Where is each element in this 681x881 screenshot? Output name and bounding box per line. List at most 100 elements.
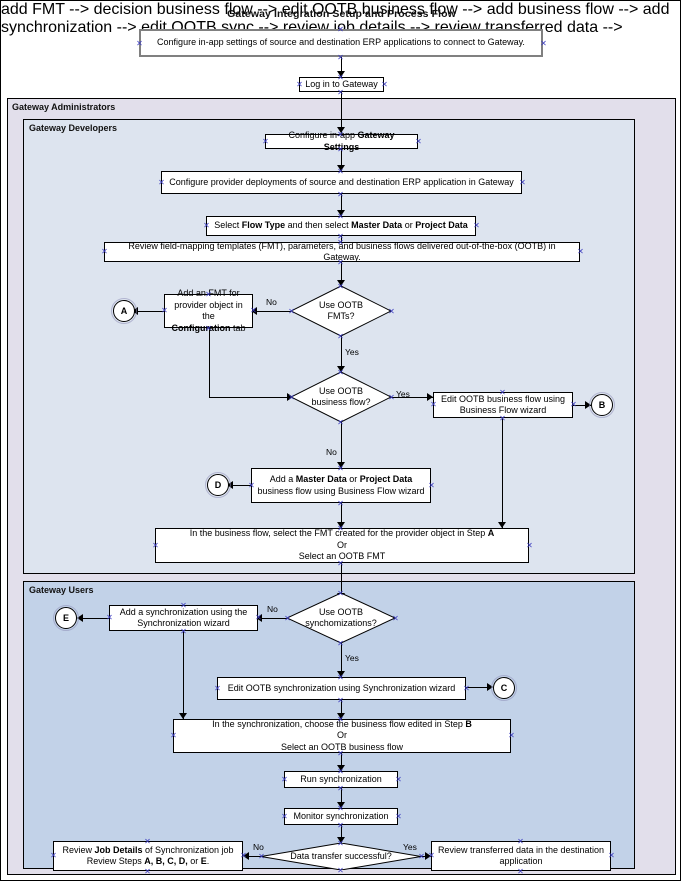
node-review-transferred-data[interactable]: Review transferred data in the destinati… [431, 841, 611, 871]
connector-a-label: A [120, 306, 128, 316]
connector-circle-c[interactable]: C [491, 675, 517, 701]
page-title: Gateway Integration Setup and Process Fl… [227, 8, 456, 20]
edge-selectfmt-to-syncdecision [341, 563, 342, 599]
node-edit-sync-label: Edit OOTB synchronization using Synchron… [227, 682, 456, 693]
arrowhead-choosebflow-left [179, 713, 187, 719]
node-login-to-gateway-label: Log in to Gateway [305, 78, 378, 89]
edge-addbflow-to-D [229, 485, 251, 486]
node-review-job-t1: Review [62, 844, 95, 855]
decision-use-ootb-business-flow[interactable]: Use OOTB business flow? [291, 372, 391, 422]
decision-ootb-fmts-line2: FMTs? [327, 311, 355, 321]
arrowhead-choosebflow [337, 713, 345, 719]
arrowhead-deployments [337, 165, 345, 171]
arrowhead-bflowdecision [337, 366, 345, 372]
edge-addfmt-down [209, 328, 210, 397]
node-configure-provider-deployments[interactable]: Configure provider deployments of source… [161, 171, 522, 194]
arrowhead-login [337, 71, 345, 77]
arrowhead-connector-c [487, 683, 493, 691]
arrowhead-editsync [337, 671, 345, 677]
node-add-bflow-b1: Master Data [295, 474, 347, 484]
node-add-fmt-line3: tab [230, 322, 246, 333]
decision-data-transfer-successful[interactable]: Data transfer successful? [261, 843, 421, 870]
node-select-fmt-line1: In the business flow, select the FMT cre… [189, 528, 488, 539]
node-add-bflow-line2: business flow using Business Flow wizard [257, 485, 425, 496]
node-add-bflow-t1: Add a [269, 474, 296, 484]
node-flow-type-b2: Master Data [351, 220, 403, 231]
node-review-job-l2d: E [200, 856, 207, 866]
node-select-flow-type[interactable]: Select Flow Type and then select Master … [206, 216, 476, 236]
node-choose-bflow-step: B [465, 718, 472, 729]
decision-ootb-bflow-line2: business flow? [311, 397, 371, 407]
node-review-templates-label: Review field-mapping templates (FMT), pa… [128, 240, 556, 263]
arrowhead-addsync [256, 614, 262, 622]
node-add-fmt[interactable]: Add an FMT for provider object in the Co… [164, 288, 253, 333]
connector-circle-a[interactable]: A [111, 298, 137, 324]
node-login-to-gateway[interactable]: Log in to Gateway [299, 77, 384, 92]
decision-transfer-label: Data transfer successful? [290, 850, 392, 861]
node-edit-bflow-line1: Edit OOTB business flow using [440, 393, 566, 404]
decision-use-ootb-fmts[interactable]: Use OOTB FMTs? [291, 286, 391, 336]
node-review-job-l2a: Review Steps [86, 856, 145, 866]
arrowhead-flowtype [337, 210, 345, 216]
node-add-bflow-b2: Project Data [359, 474, 413, 484]
edge-review-to-fmtdecision [341, 262, 342, 286]
node-choose-bflow-line2: Or [337, 730, 347, 741]
node-add-fmt-line2: provider object in the [174, 299, 243, 322]
edge-label-fmt-no: No [266, 297, 277, 307]
node-edit-ootb-synchronization[interactable]: Edit OOTB synchronization using Synchron… [217, 677, 466, 700]
arrowhead-addfmt [251, 307, 257, 315]
node-monitor-sync-label: Monitor synchronization [293, 810, 389, 821]
node-review-job-t2: of Synchronization job [142, 844, 234, 855]
edge-editbflow-to-B [573, 405, 591, 406]
arrowhead-connector-b [585, 401, 591, 409]
arrowhead-settings [337, 127, 345, 133]
connector-circle-d[interactable]: D [205, 472, 231, 498]
edge-label-bflow-no: No [326, 447, 337, 457]
edge-deployments-to-flowtype [341, 194, 342, 216]
node-add-synchronization[interactable]: Add a synchronization using the Synchron… [109, 605, 258, 631]
edge-addfmt-right [209, 397, 291, 398]
edge-sync-yes [341, 643, 342, 677]
node-configure-provider-deployments-label: Configure provider deployments of source… [169, 176, 514, 187]
node-configure-gateway-settings[interactable]: Configure in-app Gateway Settings [265, 130, 418, 152]
node-run-synchronization[interactable]: Run synchronization [284, 771, 398, 788]
decision-ootb-bflow-line1: Use OOTB [318, 385, 363, 396]
edge-label-sync-yes: Yes [345, 653, 359, 663]
node-gateway-settings-prefix: Configure in-app [288, 130, 358, 140]
connector-circle-e[interactable]: E [53, 605, 79, 631]
decision-ootb-sync-line2: synchomizations? [305, 618, 377, 628]
node-choose-business-flow-in-sync[interactable]: In the synchronization, choose the busin… [173, 719, 511, 753]
node-flow-type-t2: and then select [285, 220, 352, 231]
edge-label-bflow-yes: Yes [396, 389, 410, 399]
arrowhead-selectfmt [337, 522, 345, 528]
node-add-sync-line2: Synchronization wizard [137, 618, 230, 628]
node-add-business-flow[interactable]: Add a Master Data or Project Data busine… [251, 468, 431, 503]
connector-circle-b[interactable]: B [589, 392, 615, 418]
edge-fmt-no [253, 311, 291, 312]
edge-bflow-yes [391, 397, 433, 398]
connector-b-label: B [598, 400, 606, 410]
edge-label-sync-no: No [267, 604, 278, 614]
connector-c-label: C [500, 683, 508, 693]
edge-editbflow-down [502, 418, 503, 528]
node-review-field-mapping-templates[interactable]: Review field-mapping templates (FMT), pa… [104, 240, 580, 263]
node-review-job-l2b: A, B, C, D, [144, 856, 188, 866]
edge-monitor-to-transfer [341, 825, 342, 843]
node-monitor-synchronization[interactable]: Monitor synchronization [284, 808, 398, 825]
arrowhead-editbflow [427, 393, 433, 401]
swimlane-label-administrators: Gateway Administrators [12, 102, 116, 112]
decision-use-ootb-synchronizations[interactable]: Use OOTB synchomizations? [287, 593, 395, 643]
node-edit-ootb-business-flow[interactable]: Edit OOTB business flow using Business F… [433, 392, 573, 418]
node-run-sync-label: Run synchronization [300, 773, 382, 784]
edge-configure-to-login [341, 57, 342, 77]
node-review-job-details[interactable]: Review Job Details of Synchronization jo… [53, 841, 243, 871]
edge-addbflow-to-selectfmt [341, 503, 342, 528]
connector-d-label: D [214, 480, 222, 490]
node-configure-inapp-settings[interactable]: Configure in-app settings of source and … [139, 29, 543, 57]
node-configure-inapp-settings-label: Configure in-app settings of source and … [157, 37, 525, 48]
node-select-fmt-line3: Select an OOTB FMT [298, 551, 386, 562]
node-select-fmt-in-business-flow[interactable]: In the business flow, select the FMT cre… [155, 528, 529, 563]
node-review-transferred-line1: Review transferred data in the destinati… [437, 844, 605, 855]
node-add-fmt-line1: Add an FMT for [177, 288, 240, 298]
